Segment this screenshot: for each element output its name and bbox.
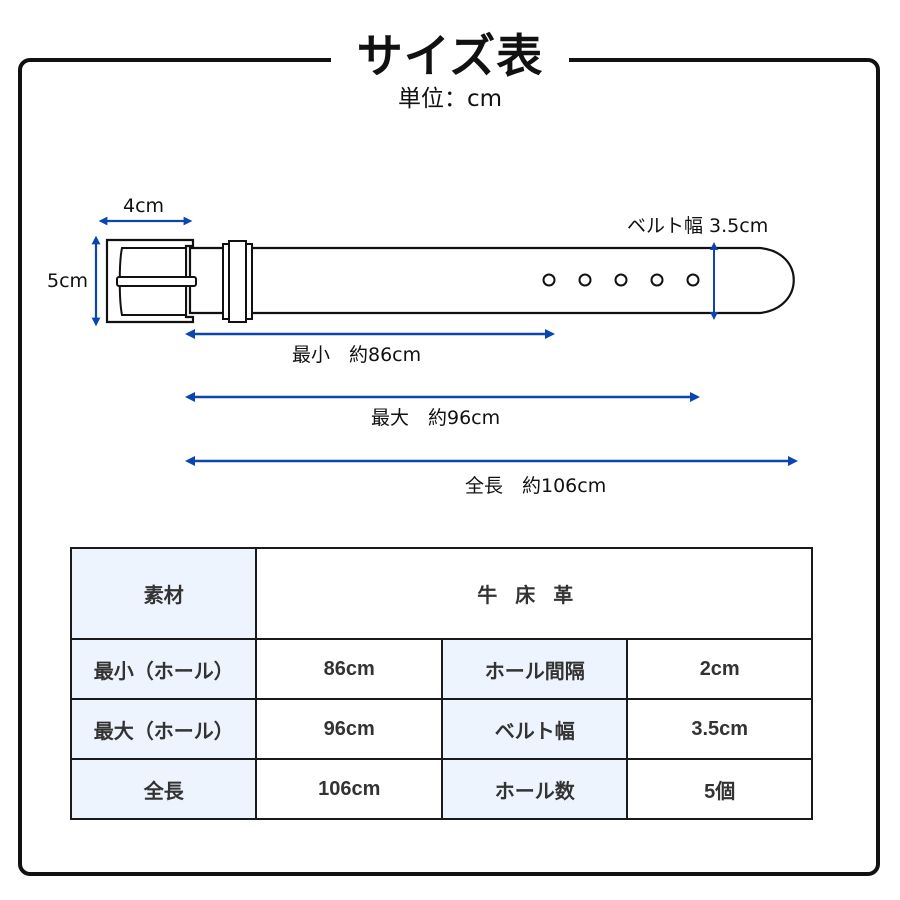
total-length-table-value: 106cm — [255, 758, 444, 820]
total-length-table-label: 全長 — [69, 758, 258, 820]
belt-loop — [222, 240, 253, 323]
belt-hole — [614, 273, 628, 287]
min-hole-value: 86cm — [255, 638, 444, 700]
hole-count-value: 5個 — [626, 758, 813, 820]
material-label: 素材 — [69, 547, 258, 640]
min-hole-label: 最小（ホール） — [69, 638, 258, 700]
belt-width-table-label: ベルト幅 — [441, 698, 629, 760]
material-value: 牛床革 — [255, 547, 813, 640]
buckle-height-label: 5cm — [47, 270, 89, 292]
buckle-width-label: 4cm — [123, 195, 165, 217]
hole-count-label: ホール数 — [441, 758, 629, 820]
belt-width-table-value: 3.5cm — [626, 698, 813, 760]
unit-label: 単位：cm — [397, 86, 503, 112]
belt-hole — [578, 273, 592, 287]
belt-width-label: ベルト幅 3.5cm — [627, 215, 769, 237]
hole-spacing-label: ホール間隔 — [441, 638, 629, 700]
table-row-material: 素材 牛床革 — [69, 547, 813, 640]
belt-hole — [542, 273, 556, 287]
title-wrap: サイズ表 — [0, 28, 900, 84]
min-length-label: 最小 約86cm — [292, 344, 422, 366]
table-row: 最大（ホール） 96cm ベルト幅 3.5cm — [69, 698, 813, 760]
hole-spacing-value: 2cm — [626, 638, 813, 700]
table-row: 最小（ホール） 86cm ホール間隔 2cm — [69, 638, 813, 700]
belt-strap — [188, 246, 795, 315]
total-length-label: 全長 約106cm — [465, 475, 607, 497]
belt-hole — [650, 273, 664, 287]
max-length-label: 最大 約96cm — [371, 407, 501, 429]
table-row: 全長 106cm ホール数 5個 — [69, 758, 813, 820]
belt-diagram — [91, 216, 798, 466]
page-title: サイズ表 — [330, 28, 570, 84]
buckle-icon — [105, 238, 197, 324]
max-hole-value: 96cm — [255, 698, 444, 760]
belt-holes — [542, 273, 700, 287]
max-hole-label: 最大（ホール） — [69, 698, 258, 760]
spec-table: 素材 牛床革 最小（ホール） 86cm ホール間隔 2cm 最大（ホール） 96… — [69, 547, 813, 820]
belt-hole — [686, 273, 700, 287]
